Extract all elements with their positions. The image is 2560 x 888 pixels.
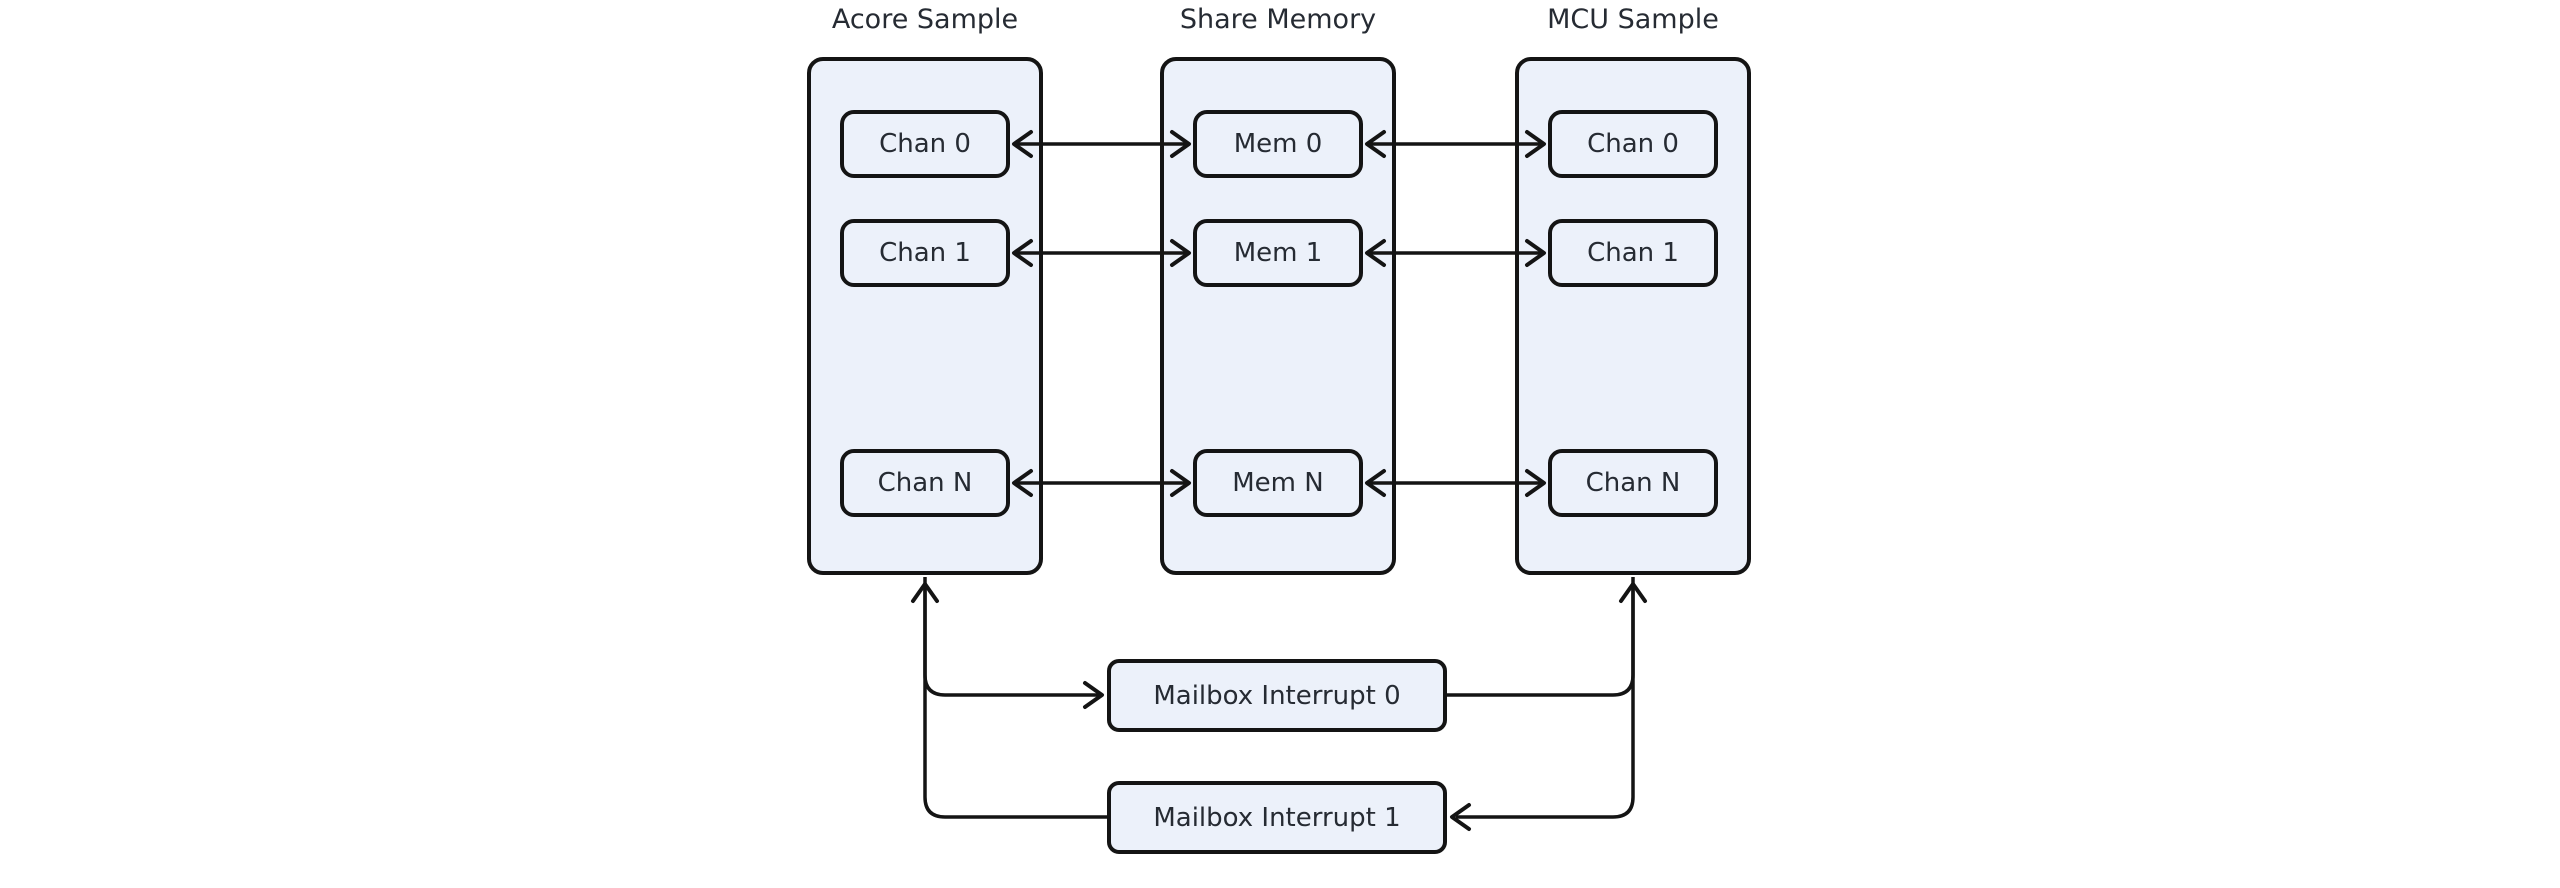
edge-acore-to-mailbox0: [923, 577, 1104, 709]
node-mem-1: Mem 1: [1193, 219, 1363, 287]
node-acore-chan-0: Chan 0: [840, 110, 1010, 178]
node-acore-chan-1: Chan 1: [840, 219, 1010, 287]
column-title-share-memory: Share Memory: [1179, 4, 1377, 35]
node-mcu-chan-1: Chan 1: [1548, 219, 1718, 287]
node-mailbox-interrupt-1: Mailbox Interrupt 1: [1107, 781, 1447, 854]
column-title-mcu-sample: MCU Sample: [1547, 4, 1719, 35]
edge-mailbox0-to-mcu: [1447, 582, 1647, 697]
column-title-acore-sample: Acore Sample: [831, 4, 1019, 35]
node-mem-0: Mem 0: [1193, 110, 1363, 178]
edge-mcu-to-mailbox1: [1450, 577, 1635, 831]
node-mem-n: Mem N: [1193, 449, 1363, 517]
node-mcu-chan-n: Chan N: [1548, 449, 1718, 517]
edge-mailbox1-to-acore: [911, 582, 1107, 819]
node-mcu-chan-0: Chan 0: [1548, 110, 1718, 178]
node-acore-chan-n: Chan N: [840, 449, 1010, 517]
node-mailbox-interrupt-0: Mailbox Interrupt 0: [1107, 659, 1447, 732]
